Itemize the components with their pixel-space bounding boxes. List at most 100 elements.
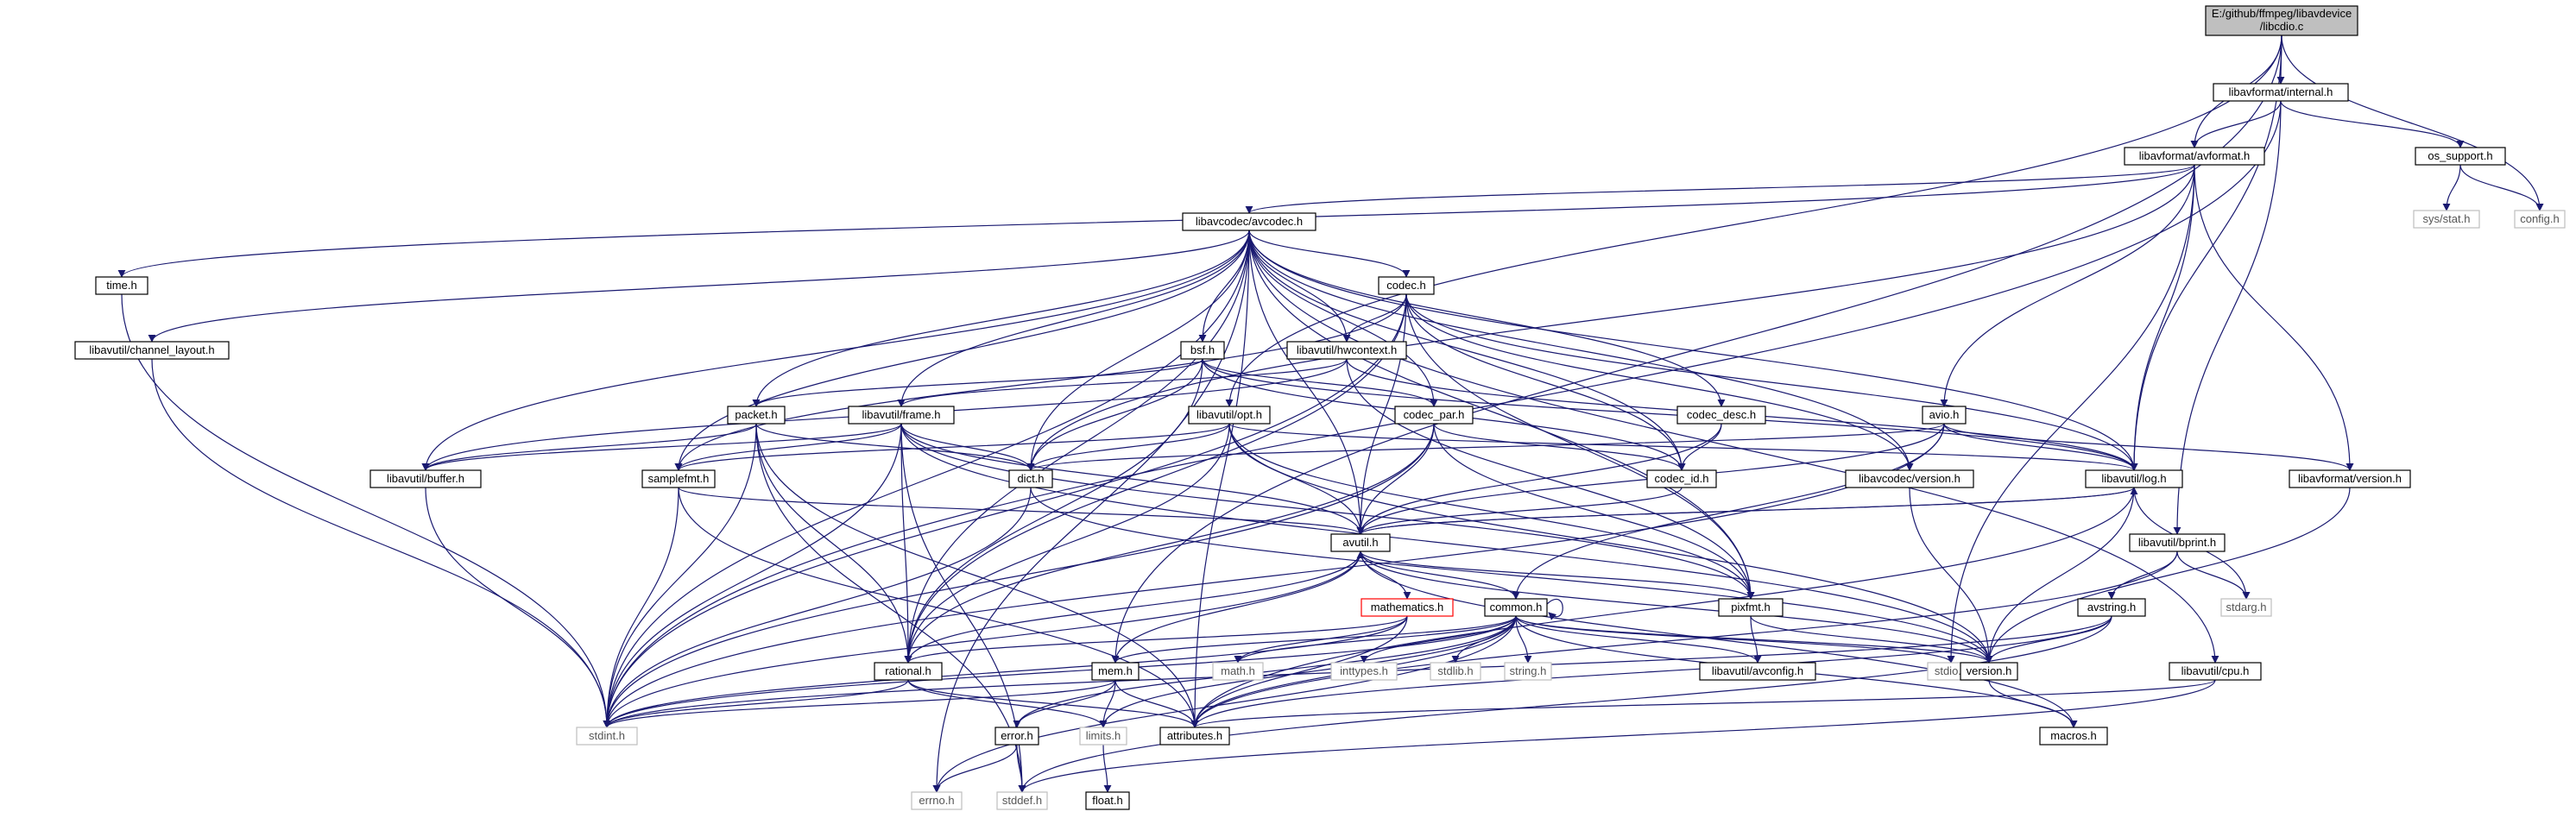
node-mem[interactable]: mem.h <box>1091 662 1140 681</box>
edge-internal-to-avformat <box>2190 100 2282 148</box>
node-opt[interactable]: libavutil/opt.h <box>1188 406 1271 425</box>
edge-avformat-to-stdio <box>1947 164 2195 664</box>
node-label: pixfmt.h <box>1731 601 1771 614</box>
edge-opt-to-dict <box>1026 423 1230 471</box>
node-box <box>2124 147 2265 166</box>
node-box <box>994 727 1039 746</box>
edge-log-to-attributes <box>1190 487 2135 728</box>
node-packet[interactable]: packet.h <box>727 406 786 425</box>
edge-mem-to-avutil <box>1114 551 1365 664</box>
edge-hwcontext-to-frame <box>897 358 1348 407</box>
edge-codec_par-to-codec_id <box>1433 423 1686 471</box>
node-box <box>1212 662 1264 681</box>
node-bsf[interactable]: bsf.h <box>1180 341 1225 360</box>
edge-internal-to-bprint <box>2173 100 2282 535</box>
node-label: libavutil/bprint.h <box>2138 536 2216 549</box>
node-internal[interactable]: libavformat/internal.h <box>2213 83 2349 102</box>
node-avcodec[interactable]: libavcodec/avcodec.h <box>1182 212 1316 231</box>
node-cpu[interactable]: libavutil/cpu.h <box>2169 662 2262 681</box>
node-libcdio[interactable]: E:/github/ffmpeg/libavdevice/libcdio.c <box>2205 5 2358 36</box>
node-box <box>1180 341 1225 360</box>
edge-codec_id-to-avutil <box>1356 487 1683 535</box>
node-avformat-version[interactable]: libavformat/version.h <box>2289 469 2411 488</box>
node-avio[interactable]: avio.h <box>1922 406 1967 425</box>
node-attributes[interactable]: attributes.h <box>1159 727 1230 746</box>
node-layer: E:/github/ffmpeg/libavdevice/libcdio.c li… <box>74 5 2566 810</box>
edge-limits-to-float <box>1102 744 1112 793</box>
node-pixfmt[interactable]: pixfmt.h <box>1718 598 1784 617</box>
node-label: /libcdio.c <box>2260 20 2304 33</box>
node-box <box>2213 83 2349 102</box>
edge-avcodec-to-codec_par <box>1248 230 1438 407</box>
node-label: math.h <box>1221 664 1255 677</box>
node-label: avio.h <box>1929 408 1960 421</box>
node-float[interactable]: float.h <box>1085 791 1130 810</box>
node-box <box>2289 469 2411 488</box>
node-mathematics[interactable]: mathematics.h <box>1361 598 1454 617</box>
edge-time-to-stdint <box>121 293 611 728</box>
node-os-support[interactable]: os_support.h <box>2415 147 2506 166</box>
node-common[interactable]: common.h <box>1484 598 1548 617</box>
edge-bsf-to-packet <box>752 358 1203 407</box>
edge-avio-to-log <box>1943 423 2138 471</box>
edge-avcodec-to-channel_layout <box>148 230 1250 343</box>
node-samplefmt[interactable]: samplefmt.h <box>641 469 716 488</box>
edge-libcdio-to-config <box>2281 35 2544 211</box>
node-hwcontext[interactable]: libavutil/hwcontext.h <box>1286 341 1407 360</box>
edge-opt-to-pixfmt <box>1228 423 1755 600</box>
node-box <box>1085 791 1130 810</box>
edge-avformat-to-log <box>2130 164 2195 471</box>
node-box <box>1188 406 1271 425</box>
node-label: libavcodec/avcodec.h <box>1196 215 1303 228</box>
node-label: libavutil/frame.h <box>862 408 940 421</box>
edge-mem-to-attributes <box>1114 679 1199 728</box>
node-avutil[interactable]: avutil.h <box>1330 533 1391 552</box>
node-bprint[interactable]: libavutil/bprint.h <box>2129 533 2226 552</box>
edge-avcodec-to-codec <box>1248 230 1411 278</box>
edge-os_support-to-sys_stat <box>2442 164 2461 211</box>
edge-mathematics-to-attributes <box>1190 615 1408 728</box>
node-channel-layout[interactable]: libavutil/channel_layout.h <box>74 341 230 360</box>
edge-codec-to-codec_id <box>1405 293 1686 471</box>
node-label: packet.h <box>735 408 777 421</box>
node-frame[interactable]: libavutil/frame.h <box>848 406 955 425</box>
edge-avformat-to-time <box>117 164 2195 278</box>
node-codec-id[interactable]: codec_id.h <box>1646 469 1717 488</box>
node-codec-desc[interactable]: codec_desc.h <box>1676 406 1766 425</box>
node-codec[interactable]: codec.h <box>1378 276 1435 295</box>
edge-internal-to-os_support <box>2280 100 2465 148</box>
edge-frame-to-buffer <box>421 423 902 471</box>
edge-common-to-errno <box>932 615 1517 793</box>
node-label: codec_id.h <box>1655 472 1709 485</box>
edge-packet-to-dict <box>755 423 1035 471</box>
edge-rational-to-attributes <box>907 679 1199 728</box>
node-label: libavutil/opt.h <box>1196 408 1262 421</box>
edge-avcodec-to-packet <box>752 230 1250 407</box>
node-label: libavutil/buffer.h <box>387 472 464 485</box>
node-label: dict.h <box>1017 472 1044 485</box>
node-rational[interactable]: rational.h <box>874 662 943 681</box>
node-box <box>1079 727 1127 746</box>
edge-codec_par-to-avutil <box>1356 423 1435 535</box>
edge-avstring-to-version <box>1985 615 2112 664</box>
node-dict[interactable]: dict.h <box>1008 469 1053 488</box>
node-buffer[interactable]: libavutil/buffer.h <box>369 469 482 488</box>
edge-opt-to-version <box>1228 423 1993 664</box>
node-label: stdio.h <box>1935 664 1967 677</box>
edge-mem-to-error <box>1013 679 1116 728</box>
node-avconfig[interactable]: libavutil/avconfig.h <box>1699 662 1816 681</box>
node-macros[interactable]: macros.h <box>2039 727 2108 746</box>
node-time[interactable]: time.h <box>95 276 148 295</box>
edge-frame-to-avutil <box>900 423 1365 535</box>
node-avcodec-version[interactable]: libavcodec/version.h <box>1845 469 1974 488</box>
edge-samplefmt-to-attributes <box>678 487 1199 728</box>
node-codec-par[interactable]: codec_par.h <box>1394 406 1474 425</box>
node-box <box>2077 598 2146 617</box>
node-version[interactable]: version.h <box>1960 662 2018 681</box>
node-label: avutil.h <box>1342 536 1378 549</box>
node-avstring[interactable]: avstring.h <box>2077 598 2146 617</box>
node-log[interactable]: libavutil/log.h <box>2085 469 2183 488</box>
node-label: common.h <box>1490 601 1543 614</box>
node-error[interactable]: error.h <box>994 727 1039 746</box>
node-avformat[interactable]: libavformat/avformat.h <box>2124 147 2265 166</box>
